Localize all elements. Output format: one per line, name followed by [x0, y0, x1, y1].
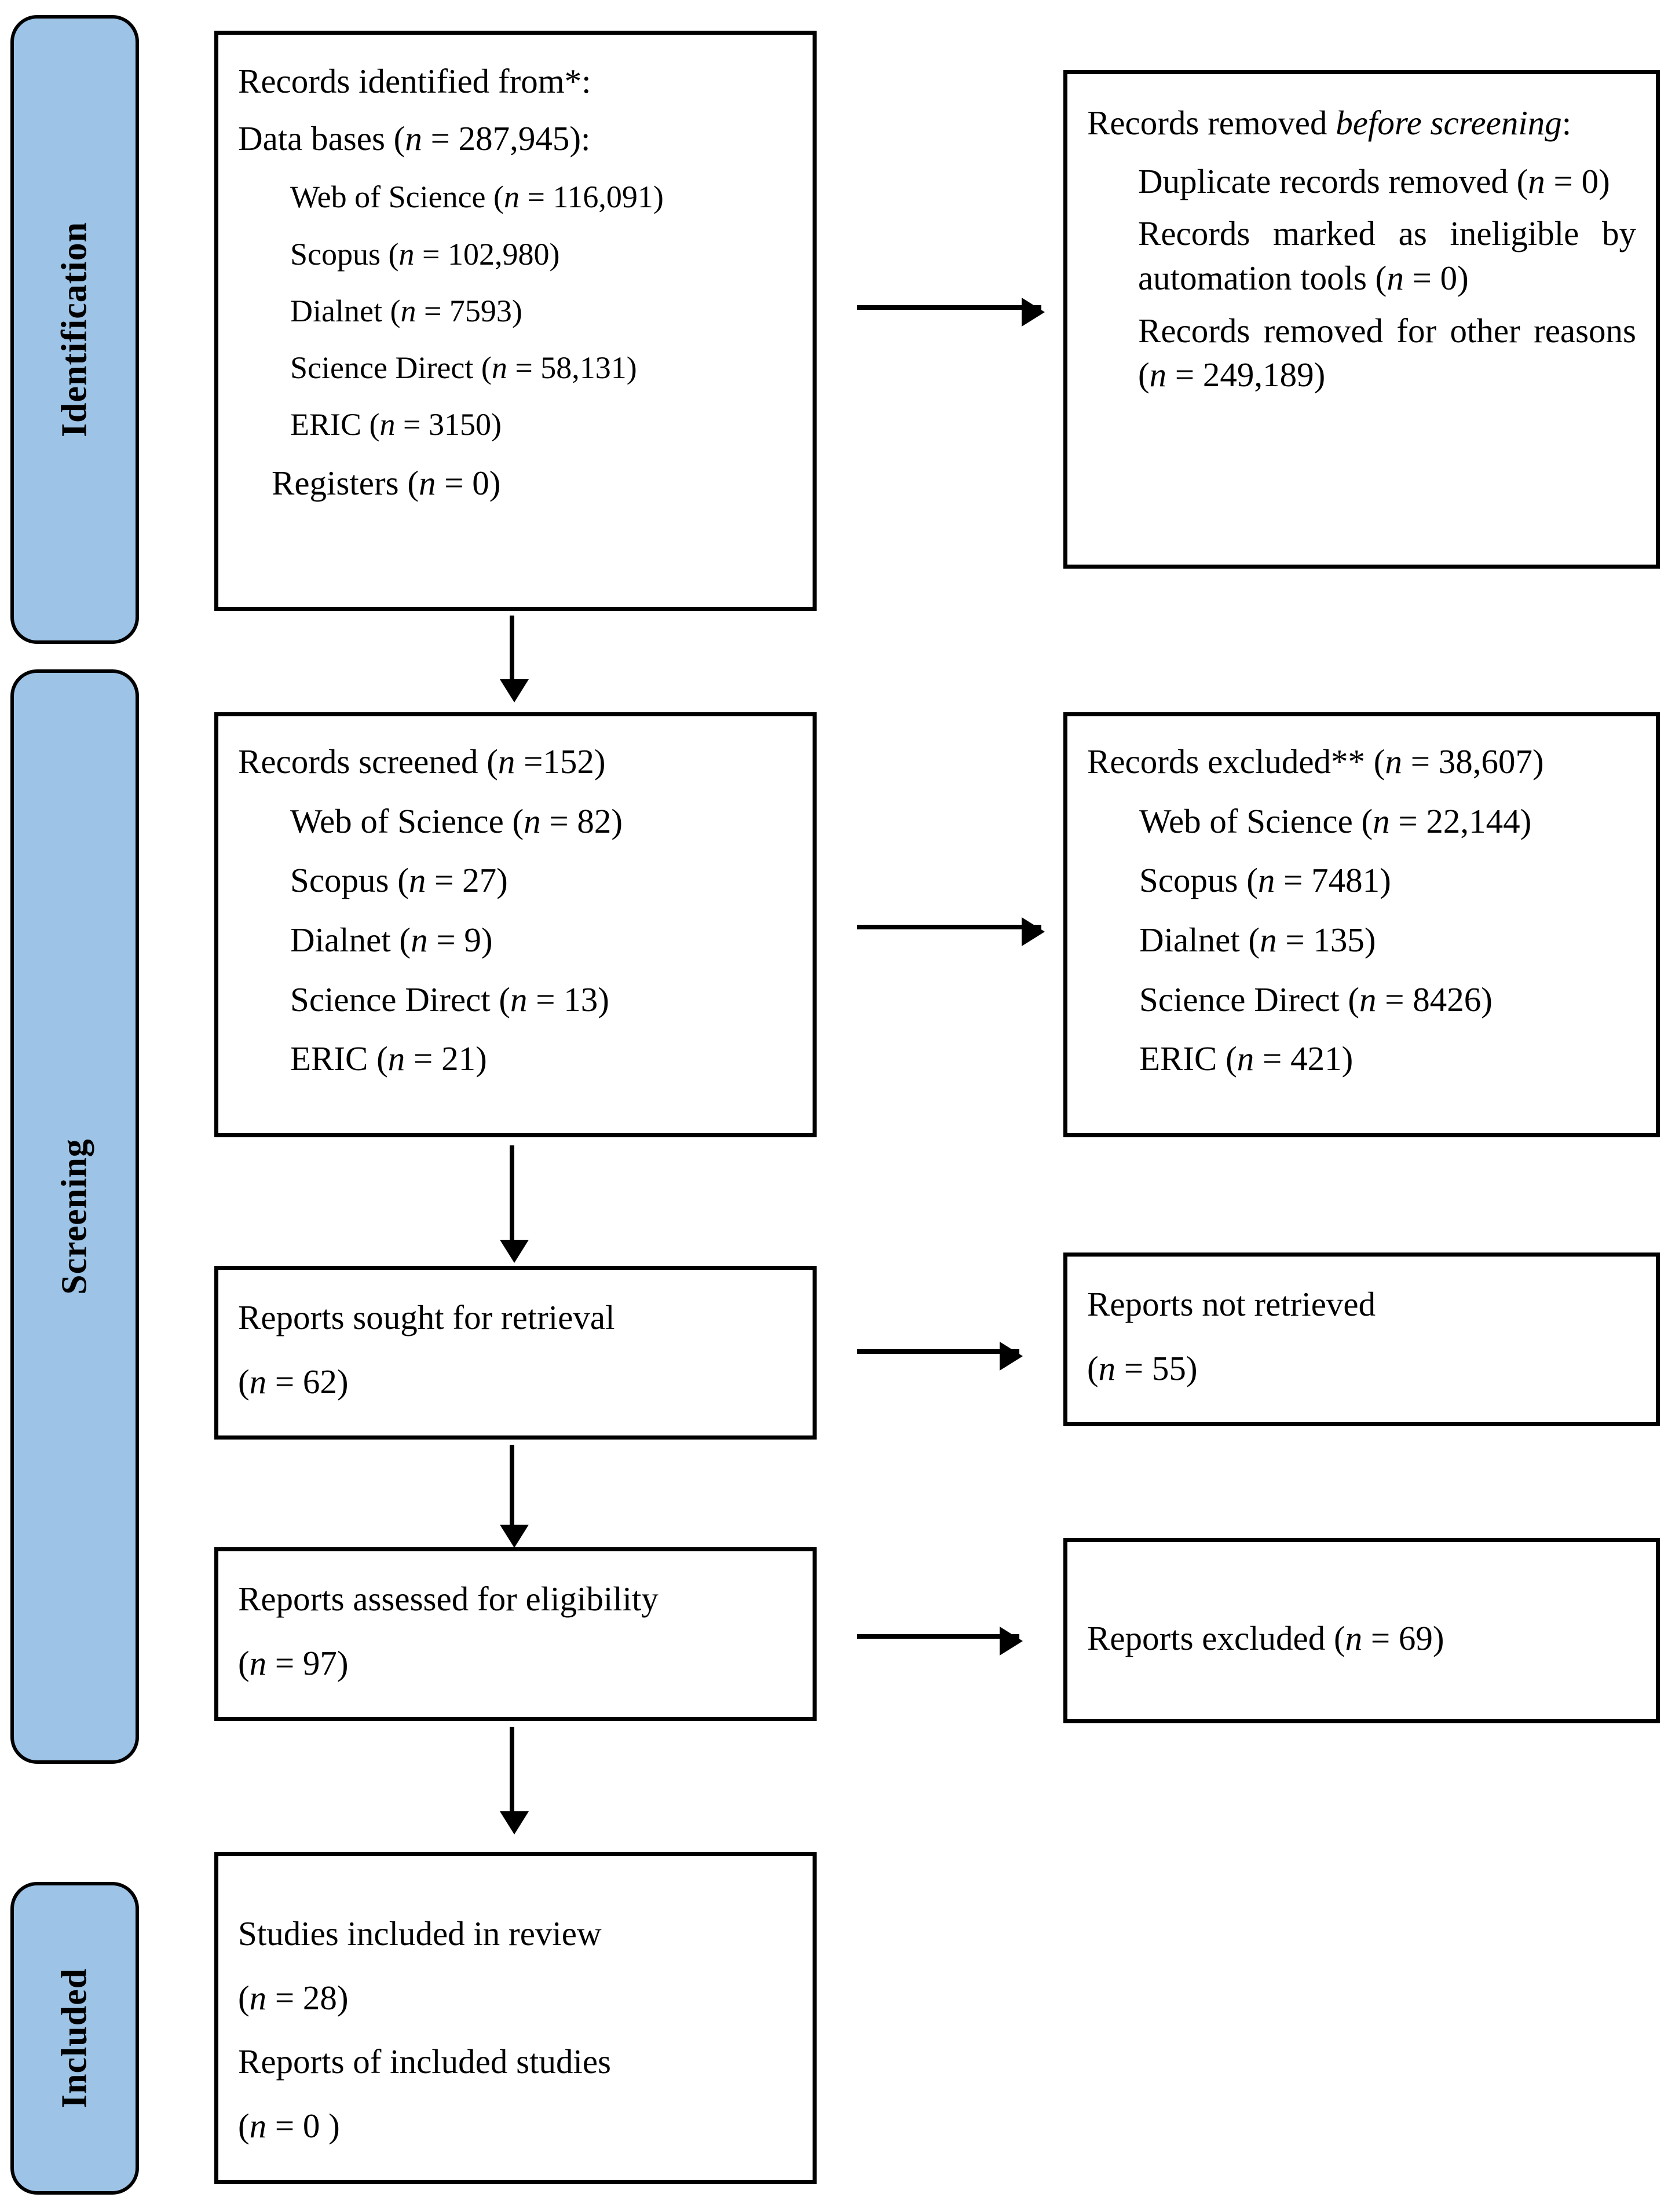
records-screened-source: Science Direct (n = 13)	[290, 980, 609, 1019]
arrow-assessed-to-included	[500, 1727, 529, 1834]
box-studies-included-in-review: Studies included in review (n = 28) Repo…	[214, 1852, 817, 2184]
arrow-assessed-to-excluded	[857, 1627, 1023, 1656]
box-records-screened: Records screened (n =152) Web of Science…	[214, 712, 817, 1137]
stage-bar-included: Included	[10, 1882, 139, 2195]
box-records-removed-before-screening: Records removed before screening: Duplic…	[1063, 70, 1660, 569]
stage-label-identification: Identification	[54, 221, 94, 438]
arrow-sought-to-not-retrieved	[857, 1342, 1023, 1371]
records-identified-source: Web of Science (n = 116,091)	[290, 180, 664, 215]
records-identified-source: ERIC (n = 3150)	[290, 407, 502, 442]
records-removed-line: Records marked as ineligible by automati…	[1138, 214, 1636, 298]
records-excluded-source: Web of Science (n = 22,144)	[1139, 801, 1532, 840]
records-removed-heading-plain: Records removed	[1087, 104, 1336, 142]
stage-bar-screening: Screening	[10, 669, 139, 1764]
records-identified-source: Science Direct (n = 58,131)	[290, 350, 637, 385]
records-identified-source: Dialnet (n = 7593)	[290, 293, 522, 328]
records-excluded-source: Science Direct (n = 8426)	[1139, 980, 1493, 1019]
reports-of-included-studies-count: (n = 0 )	[238, 2107, 340, 2145]
reports-assessed-heading: Reports assessed for eligibility	[238, 1580, 659, 1618]
records-removed-heading: Records removed before screening:	[1087, 101, 1636, 145]
stage-label-included: Included	[54, 1968, 94, 2109]
records-screened-source: ERIC (n = 21)	[290, 1039, 487, 1078]
records-removed-heading-suffix: :	[1561, 104, 1572, 142]
records-excluded-heading: Records excluded** (n = 38,607)	[1087, 742, 1544, 781]
reports-not-retrieved-heading: Reports not retrieved	[1087, 1285, 1376, 1323]
records-removed-line: Records removed for other reasons (n = 2…	[1138, 311, 1636, 394]
records-identified-registers: Registers (n = 0)	[272, 464, 501, 503]
reports-sought-heading: Reports sought for retrieval	[238, 1298, 615, 1336]
records-identified-source: Scopus (n = 102,980)	[290, 236, 560, 272]
arrow-sought-to-assessed	[500, 1445, 529, 1548]
reports-of-included-studies-heading: Reports of included studies	[238, 2042, 611, 2081]
box-reports-excluded: Reports excluded (n = 69)	[1063, 1538, 1660, 1723]
arrow-identified-to-screened	[500, 616, 529, 702]
records-screened-source: Web of Science (n = 82)	[290, 801, 623, 840]
records-screened-source: Scopus (n = 27)	[290, 861, 508, 900]
reports-not-retrieved-count: (n = 55)	[1087, 1349, 1198, 1387]
box-records-excluded: Records excluded** (n = 38,607) Web of S…	[1063, 712, 1660, 1137]
studies-included-heading: Studies included in review	[238, 1914, 602, 1953]
arrow-screened-to-sought	[500, 1145, 529, 1263]
records-excluded-source: Dialnet (n = 135)	[1139, 921, 1376, 959]
records-removed-line: Duplicate records removed (n = 0)	[1138, 162, 1610, 200]
box-records-identified: Records identified from*: Data bases (n …	[214, 31, 817, 611]
box-reports-assessed-for-eligibility: Reports assessed for eligibility (n = 97…	[214, 1547, 817, 1721]
records-screened-heading: Records screened (n =152)	[238, 742, 606, 781]
records-excluded-source: ERIC (n = 421)	[1139, 1039, 1354, 1078]
records-identified-heading: Records identified from*:	[238, 62, 591, 100]
records-identified-subheading: Data bases (n = 287,945):	[238, 119, 591, 158]
reports-assessed-count: (n = 97)	[238, 1643, 349, 1682]
box-reports-not-retrieved: Reports not retrieved (n = 55)	[1063, 1253, 1660, 1426]
reports-sought-count: (n = 62)	[238, 1362, 349, 1401]
arrow-screened-to-excluded	[857, 917, 1045, 946]
records-removed-heading-italic: before screening	[1336, 104, 1562, 142]
box-reports-sought-for-retrieval: Reports sought for retrieval (n = 62)	[214, 1266, 817, 1440]
stage-bar-identification: Identification	[10, 15, 139, 644]
studies-included-count: (n = 28)	[238, 1978, 349, 2017]
reports-excluded-heading: Reports excluded (n = 69)	[1087, 1619, 1444, 1657]
stage-label-screening: Screening	[54, 1138, 94, 1295]
arrow-identified-to-removed	[857, 298, 1045, 327]
records-excluded-source: Scopus (n = 7481)	[1139, 861, 1391, 900]
records-screened-source: Dialnet (n = 9)	[290, 921, 493, 959]
